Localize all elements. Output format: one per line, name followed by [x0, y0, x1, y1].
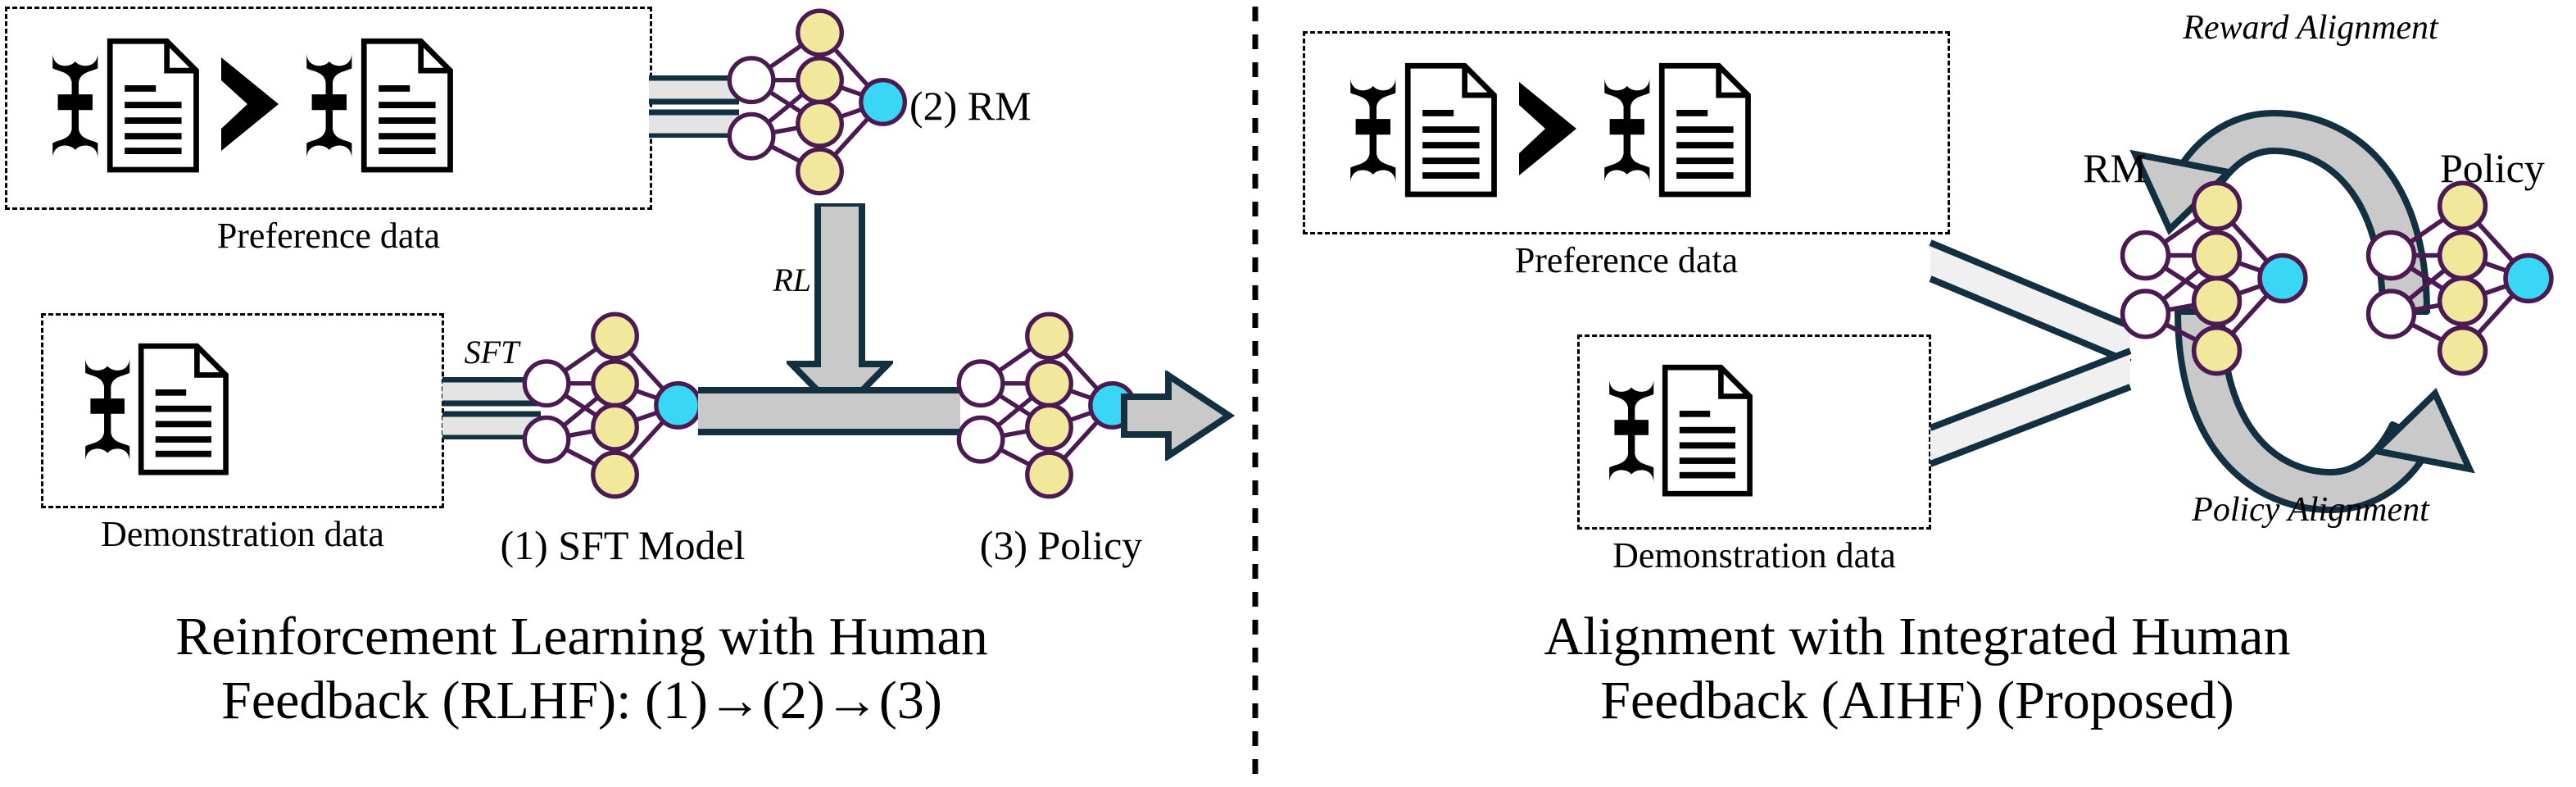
document-icon — [110, 41, 196, 170]
person-icon — [1350, 77, 1396, 184]
document-icon — [1662, 66, 1748, 194]
preference-data-box-right — [1303, 31, 1950, 234]
person-icon — [306, 52, 352, 159]
rm-label-left: (2) RM — [909, 83, 1032, 129]
demonstration-data-label-left: Demonstration data — [101, 514, 384, 554]
policy-network-right — [2360, 180, 2565, 377]
sft-to-policy-band — [698, 387, 960, 435]
policy-label-left: (3) Policy — [979, 522, 1143, 568]
alignment-cycle-arrows — [2129, 110, 2475, 513]
reward-model-network-right — [2114, 180, 2319, 377]
aihf-caption: Alignment with Integrated Human Feedback… — [1544, 607, 2291, 730]
document-icon — [1408, 66, 1494, 194]
reward-alignment-arc — [2129, 110, 2430, 315]
demonstration-data-icons-right — [1609, 346, 1917, 520]
policy-alignment-arc — [2175, 308, 2475, 513]
preference-data-label-left: Preference data — [216, 216, 441, 256]
converging-bands-to-rm — [1929, 239, 2132, 467]
demonstration-data-box-left — [41, 313, 444, 508]
person-icon — [1604, 77, 1650, 184]
demonstration-data-icons-left — [85, 325, 426, 498]
policy-alignment-label: Policy Alignment — [2192, 491, 2429, 529]
greater-than-symbol — [1519, 82, 1576, 175]
policy-network-left — [950, 312, 1147, 500]
demonstration-data-box-right — [1577, 334, 1931, 530]
sft-edge-label: SFT — [464, 334, 519, 371]
demonstration-data-label-right: Demonstration data — [1612, 535, 1896, 575]
policy-label-right: Policy — [2440, 145, 2545, 191]
sft-model-network — [516, 312, 713, 500]
connector-demonstration-to-sft — [442, 377, 541, 439]
person-icon — [1609, 379, 1654, 484]
preference-data-icons-left — [52, 18, 639, 198]
reward-model-network-left — [721, 8, 918, 197]
person-icon — [52, 52, 98, 159]
preference-data-label-right: Preference data — [1514, 240, 1739, 280]
preference-data-icons-right — [1350, 43, 1937, 223]
policy-output-arrow — [1121, 371, 1236, 461]
rl-edge-label: RL — [773, 262, 811, 298]
document-icon — [1665, 367, 1749, 494]
connector-preference-to-rm — [649, 75, 739, 138]
vertical-dashed-divider — [1252, 7, 1259, 780]
preference-data-box-left — [5, 7, 652, 210]
document-icon — [364, 41, 450, 170]
rlhf-caption: Reinforcement Learning with Human Feedba… — [175, 607, 988, 730]
reward-alignment-label: Reward Alignment — [2183, 9, 2438, 47]
person-icon — [85, 357, 130, 462]
greater-than-symbol — [221, 57, 279, 151]
document-icon — [141, 346, 225, 472]
rm-label-right: RM — [2083, 145, 2147, 191]
sft-model-label: (1) SFT Model — [500, 522, 746, 568]
